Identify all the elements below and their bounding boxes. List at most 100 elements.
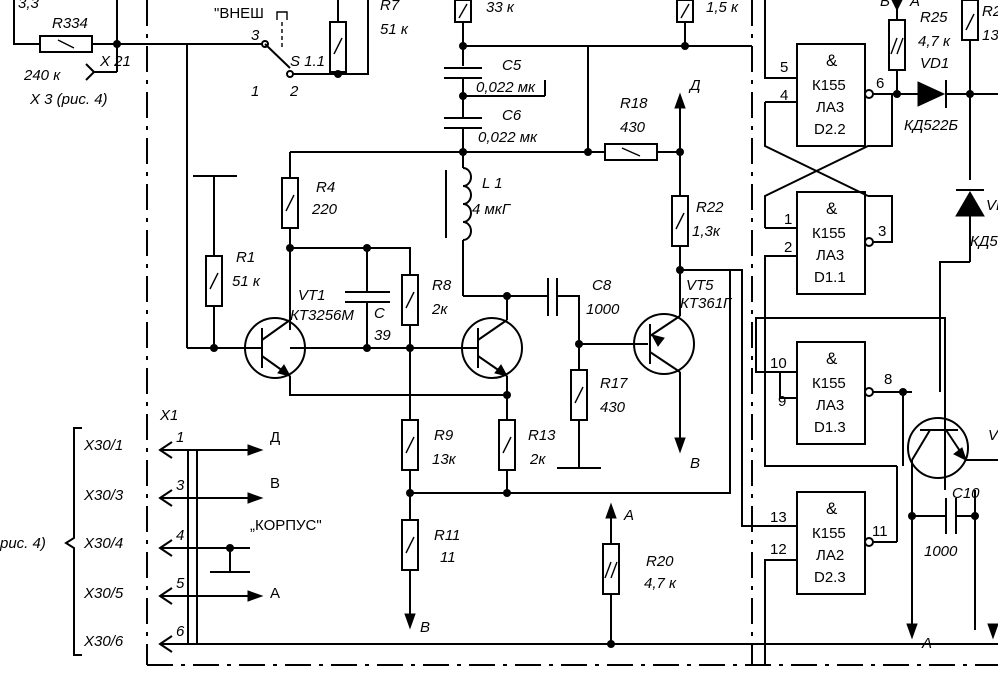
label-l1: L 1 [482,175,503,192]
gate-d2-3-amp: & [826,499,838,518]
gate-d1-1-amp: & [826,199,838,218]
diode-vd1 [917,81,946,107]
label-s-pin2: 2 [289,83,299,100]
label-r22: R22 [696,199,724,216]
transistor-vt-mid [461,317,523,379]
gate-d2-2-p4: 4 [780,87,788,104]
gate-d1-3-amp: & [826,349,838,368]
gate-d2-2-p5: 5 [780,59,788,76]
text-labels: 3,3 R334 240 к X 21 X 3 (рис. 4) "ВНЕШ 3… [0,0,998,652]
label-r1v: 51 к [232,273,261,290]
transistor-vt-right [907,417,969,479]
label-x3: X 3 (рис. 4) [29,91,108,108]
label-x30-5: X30/5 [83,585,124,602]
label-r334v: 240 к [23,67,61,84]
label-c: C [374,305,385,322]
label-r4v: 220 [311,201,338,218]
label-b-top: В [880,0,890,10]
label-r13: R13 [528,427,556,444]
resistor-r25 [888,19,906,71]
label-pin4: 4 [176,527,184,544]
label-r1: R1 [236,249,255,266]
gate-d1-1-p2: 2 [784,239,792,256]
label-kd-cut: КД5 [970,233,998,250]
label-pin1: 1 [176,429,184,446]
label-r17v: 430 [600,399,626,416]
label-r7v: 51 к [380,21,409,38]
gate-d1-3-line3: D1.3 [814,419,846,436]
label-x30-1: X30/1 [83,437,123,454]
label-pin3: 3 [176,477,185,494]
transistor-vt5 [633,313,695,375]
connector-x1 [64,427,910,656]
label-r20: R20 [646,553,674,570]
gate-d1-1-line3: D1.1 [814,269,846,286]
label-c6: C6 [502,107,522,124]
label-b-r11: В [420,619,430,636]
frame-lines [146,0,998,666]
amplifier-section [187,175,731,648]
junction-x21 [113,40,121,48]
gate-d1-3-p9: 9 [778,393,786,410]
label-r18v: 430 [620,119,646,136]
label-pin6: 6 [176,623,185,640]
label-out-korpus: „КОРПУС" [250,517,322,534]
label-s-pin3: 3 [251,27,260,44]
label-out-d: Д [270,429,280,446]
oscillator-section [281,0,796,527]
label-x21: X 21 [99,53,131,70]
logic-section [755,0,998,665]
gate-d1-3-p10: 10 [770,355,787,372]
gate-d2-3-line2: ЛА2 [816,547,844,564]
gate-d2-2-line3: D2.2 [814,121,846,138]
label-r9: R9 [434,427,454,444]
label-r-top1: 33 к [486,0,515,16]
gate-d2-2-amp: & [826,51,838,70]
label-x30-6: X30/6 [83,633,124,650]
label-c5v: 0,022 мк [476,79,536,96]
label-r20v: 4,7 к [644,575,677,592]
gate-d2-2-line2: ЛА3 [816,99,844,116]
label-r13v: 2к [529,451,546,468]
label-vt5: VT5 [686,277,714,294]
input-section [13,0,369,348]
gate-d1-3-line1: К155 [812,375,846,392]
label-ris4: рис. 4) [0,535,46,552]
label-v33: 3,3 [18,0,40,12]
label-d-top: Д [688,77,701,94]
gate-d1-3-line2: ЛА3 [816,397,844,414]
gate-d2-3-p11: 11 [872,523,888,540]
label-r18: R18 [620,95,648,112]
label-b-vt5: В [690,455,700,472]
label-r25: R25 [920,9,948,26]
label-vd1t: КД522Б [904,117,958,134]
label-l1v: 4 мкГ [472,201,512,218]
gate-d2-2-line1: К155 [812,77,846,94]
label-c5: C5 [502,57,522,74]
label-r7: R7 [380,0,400,14]
gate-d1-1-line1: К155 [812,225,846,242]
label-out-b: В [270,475,280,492]
label-s-pin1: 1 [251,83,259,100]
gate-d2-3-p12: 12 [770,541,787,558]
label-out-a: А [270,585,280,602]
label-c6v: 0,022 мк [478,129,538,146]
label-r8: R8 [432,277,452,294]
label-r22v: 1,3к [692,223,721,240]
label-r4: R4 [316,179,335,196]
label-x30-3: X30/3 [83,487,124,504]
label-vd-cut: VD [986,197,998,214]
label-vt1: VT1 [298,287,326,304]
label-13-cut: 13 [982,27,998,44]
gate-d1-1-line2: ЛА3 [816,247,844,264]
label-pin5: 5 [176,575,185,592]
switch-contact-3 [261,40,269,48]
label-a-bot: А [921,635,932,652]
inductor-l1 [462,167,472,241]
label-a-top: А [909,0,920,10]
label-vt1t: КТ3256М [290,307,354,324]
label-x30-4: X30/4 [83,535,123,552]
label-a-r20: А [623,507,634,524]
label-r2-cut: R2 [982,3,998,20]
